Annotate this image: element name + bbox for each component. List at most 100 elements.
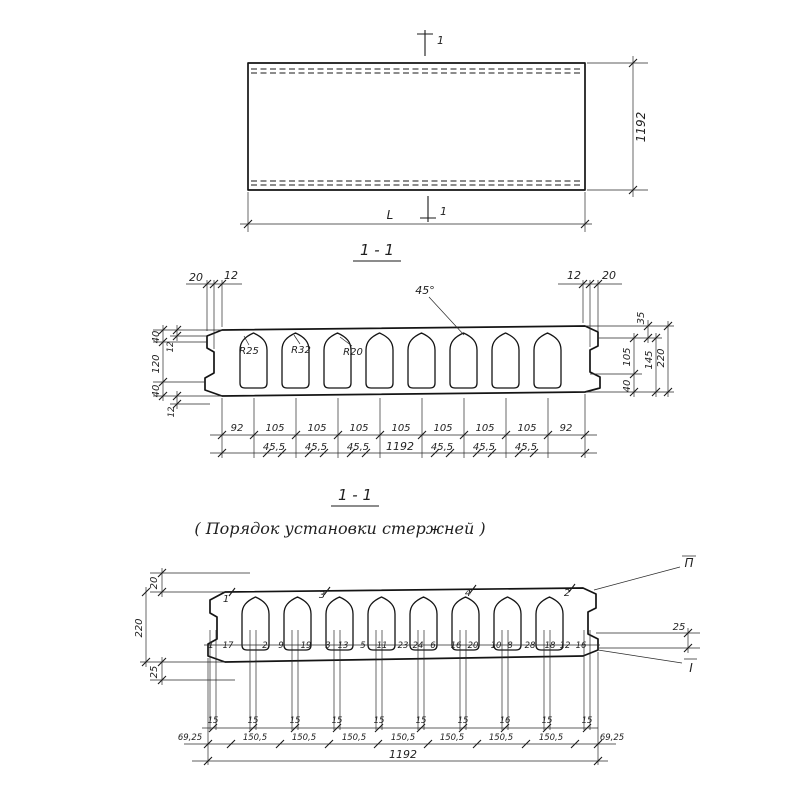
bar-num: 16 [576,641,587,651]
s2-left-ticks [141,568,167,685]
s1-dim-455-6: 45,5 [515,442,537,453]
s1-dim-12-left-top: 12 [166,342,176,353]
radius-label-3: R20 [343,347,363,358]
s1-topright-ext [558,280,622,347]
reinforcement-dashed-lines [251,68,582,186]
bar-num: 5 [360,641,365,651]
s2-top-mark-2: 2 [564,588,570,599]
s2-right-ext [596,628,700,653]
s1-dim-105-4: 105 [391,423,410,434]
s1-dim-12-left-bottom: 12 [167,407,177,418]
s1-dim-20-tl: 20 [189,271,203,284]
angle-leader-line [428,296,465,336]
s1-dim-40-bottom: 40 [151,385,162,398]
plan-dim-ticks [243,58,638,229]
s2-dim-25-right: 25 [673,622,686,633]
plan-length-dim: L [387,208,394,222]
s1-row1-ticks [217,430,590,440]
bar-num: 28 [525,641,536,651]
bottom-dim: 150,5 [440,733,464,743]
section1-title: 1 - 1 [360,241,394,259]
bar-num: 19 [301,641,312,651]
row-lower-mark: I [689,661,693,675]
s2-bottom-ticks [203,739,603,749]
bar-position-numbers: 1 17 2 9 19 3 13 5 11 23 24 6 16 20 10 8… [208,641,587,651]
bar-num: 10 [491,641,502,651]
s1-dim-105-5: 105 [433,423,452,434]
s2-total-dim: 1192 [389,748,417,761]
s1-left-ext [153,325,222,409]
s2-right-ticks [683,628,693,653]
s1-dim-455-5: 45,5 [473,442,495,453]
s1-dim-105-6: 105 [475,423,494,434]
s2-total-ticks [203,756,603,766]
bar-num: 23 [398,641,409,651]
section-mark-bottom-label: 1 [440,205,447,218]
panel-plan-outline [247,62,586,191]
bar-num: 3 [325,641,330,651]
plan-dim-lines [240,56,634,225]
s1-topleft-ticks [202,279,227,289]
section-mark-top-label: 1 [437,34,444,47]
spacing-dim: 15 [208,716,219,726]
s2-top-mark-ticks [228,583,576,597]
section2-caption: ( Порядок установки стержней ) [194,519,485,538]
radius-leader-lines [243,334,353,347]
s1-dim-12-tl: 12 [224,269,238,282]
hollow-cores-section1 [239,332,562,389]
s1-dim-1192: 1192 [386,440,414,453]
bottom-dim: 150,5 [391,733,415,743]
plan-height-dim: 1192 [634,112,648,143]
bar-num: 12 [560,641,571,651]
s1-dim-145: 145 [644,350,655,369]
s1-right-ext [585,320,674,397]
bottom-dim: 69,25 [600,733,624,743]
s1-dim-92-l: 92 [231,423,244,434]
s1-dim-455-1: 45,5 [263,442,285,453]
bottom-dim: 69,25 [178,733,202,743]
s1-dim-105: 105 [622,347,633,366]
s2-left-ext [140,568,250,685]
plan-dim-extension-lines [247,62,648,232]
s1-right-ticks [629,321,673,397]
spacing-dim: 16 [500,716,511,726]
plan-view: 1 1 1192 L [240,30,648,232]
section-cut-mark-top [417,30,433,56]
bar-num: 9 [278,641,283,651]
bar-num: 16 [451,641,462,651]
s1-row2-ticks [217,448,590,458]
s1-dim-120: 120 [151,354,162,373]
s2-spacing-ticks [208,723,592,733]
bar-num: 8 [507,641,513,651]
spacing-dim: 15 [332,716,343,726]
s2-dim-220: 220 [134,618,145,637]
s1-dim-455-2: 45,5 [305,442,327,453]
s1-bottom-ext-lines [210,394,597,458]
s2-top-mark-4: 4 [465,588,471,599]
spacing-dim: 15 [582,716,593,726]
s1-dim-455-3: 45,5 [347,442,369,453]
bar-num: 13 [338,641,349,651]
row-lower-leader [597,649,697,664]
spacing-dim: 15 [458,716,469,726]
s2-dim-25-left: 25 [149,666,160,679]
bottom-dim: 150,5 [342,733,366,743]
row-upper-leader [593,555,696,591]
section2-title: 1 - 1 [338,486,372,504]
spacing-dims-row: 15 15 15 15 15 15 15 16 15 15 [208,716,593,726]
s1-dim-20-tr: 20 [602,269,616,282]
rebar-leader-lines [207,630,599,765]
s1-topright-ticks [578,279,603,289]
spacing-dim: 15 [542,716,553,726]
s1-dim-92-r: 92 [560,423,573,434]
s2-top-mark-1: 1 [223,594,229,605]
spacing-dim: 15 [290,716,301,726]
s1-topleft-ext [186,280,242,349]
bottom-dim: 150,5 [489,733,513,743]
row-upper-mark: П [684,556,693,570]
s1-dim-40-top: 40 [151,331,162,344]
bar-num: 17 [223,641,234,651]
bar-num: 1 [208,641,213,651]
